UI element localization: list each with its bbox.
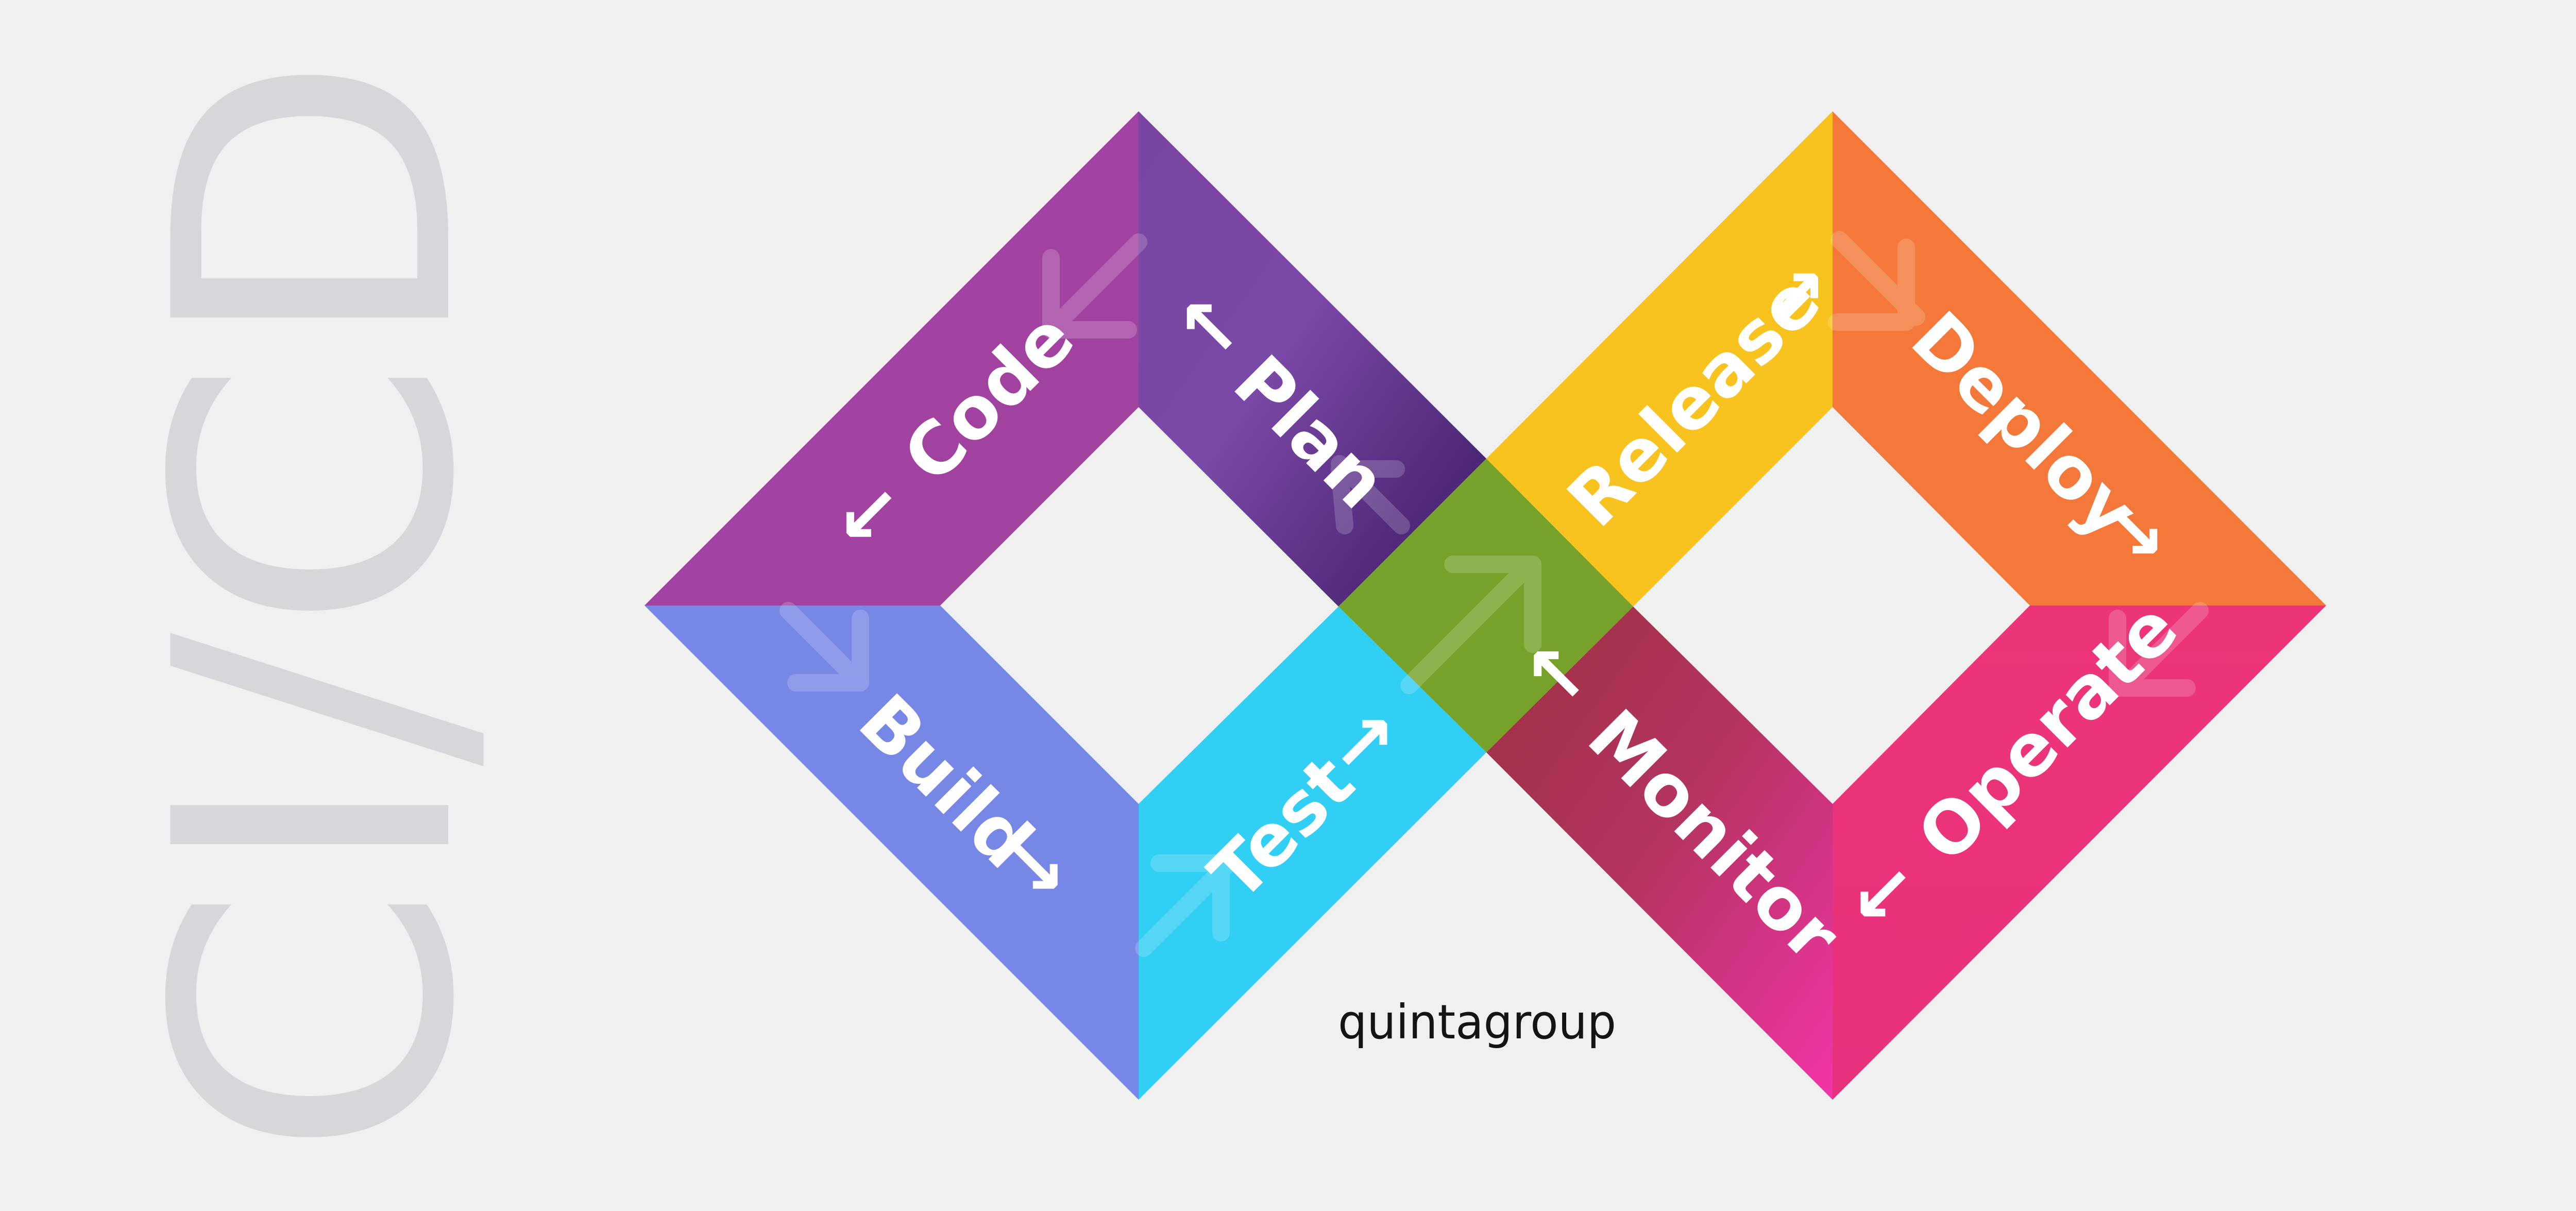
segment-operate bbox=[1833, 606, 2326, 1100]
code-arrow-icon: ↙ bbox=[836, 471, 901, 561]
operate-arrow-icon: ↙ bbox=[1850, 850, 1915, 940]
segment-test bbox=[1139, 607, 1486, 1100]
center-crossing bbox=[1338, 459, 1633, 752]
side-title: CI/CD bbox=[94, 52, 538, 1159]
segment-plan bbox=[1139, 111, 1486, 607]
monitor-arrow-icon: ↖ bbox=[1523, 631, 1588, 720]
test-arrow-icon: ↗ bbox=[1331, 699, 1396, 789]
segment-build bbox=[645, 606, 1139, 1100]
segment-release bbox=[1486, 111, 1833, 607]
segment-deploy bbox=[1833, 111, 2326, 606]
watermark-arrows bbox=[779, 231, 2209, 957]
build-arrow-icon: ↘ bbox=[1002, 823, 1067, 913]
deploy-arrow-icon: ↘ bbox=[2102, 487, 2166, 577]
segment-monitor bbox=[1486, 607, 1833, 1100]
segment-code bbox=[645, 111, 1139, 606]
brand-logo: quintagroup bbox=[1338, 995, 1616, 1050]
plan-arrow-icon: ↖ bbox=[1176, 283, 1241, 373]
release-arrow-icon: ↗ bbox=[1762, 253, 1827, 342]
